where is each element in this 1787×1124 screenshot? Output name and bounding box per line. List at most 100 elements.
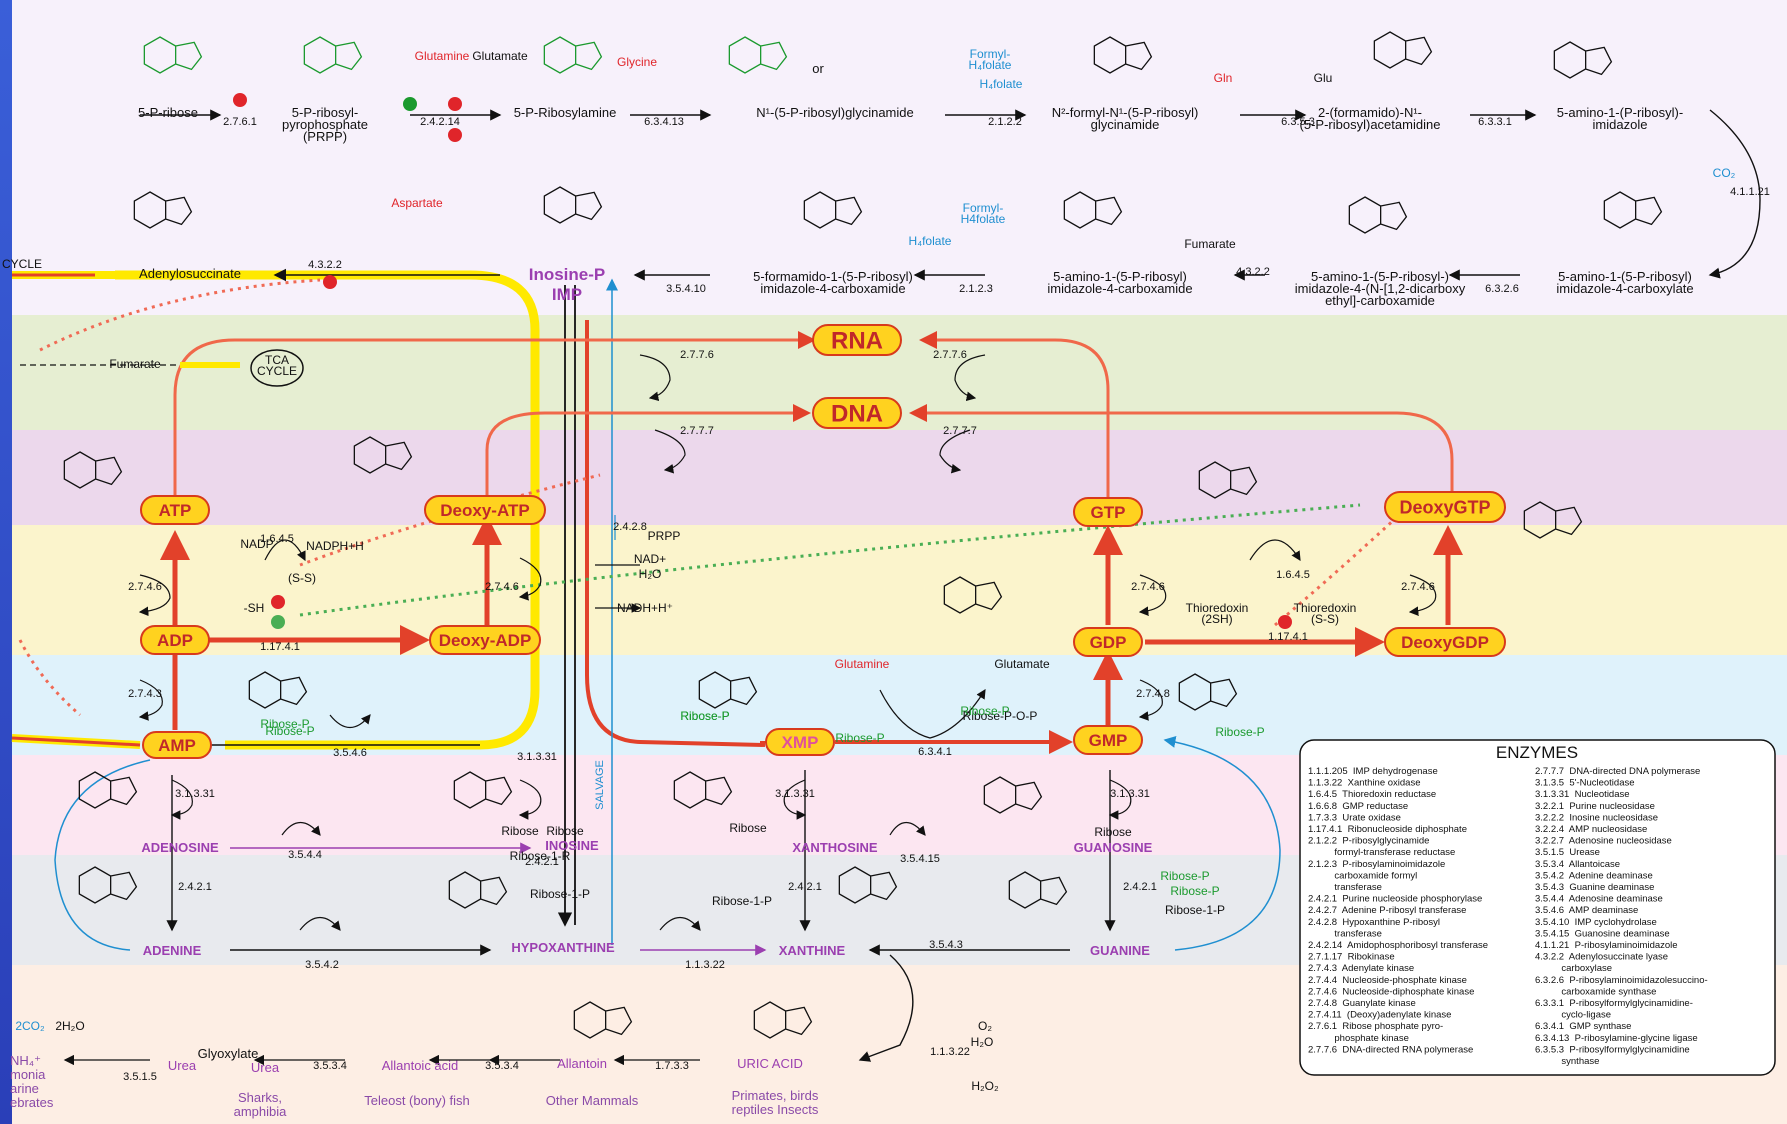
ec-number: 2.7.7.7 <box>943 425 977 437</box>
enzyme-entry: 1.6.6.8 GMP reductase <box>1308 801 1408 812</box>
enzyme-entry: 3.2.2.1 Purine nucleosidase <box>1535 801 1655 812</box>
ec-number: 2.4.2.14 <box>420 116 460 128</box>
enzyme-entry: 1.17.4.1 Ribonucleoside diphosphate <box>1308 824 1467 835</box>
enzyme-entry: 2.4.2.7 Adenine P-ribosyl transferase <box>1308 905 1466 916</box>
ec-number: 3.5.4.3 <box>929 939 963 951</box>
ring-metabolite-label: IMP <box>552 285 582 304</box>
ec-number: 4.3.2.2 <box>1236 266 1270 278</box>
cofactor-label: Ribose-1-R <box>510 849 571 863</box>
enzyme-entry: 2.7.7.7 DNA-directed DNA polymerase <box>1535 766 1700 777</box>
enzyme-entry: 3.2.2.7 Adenosine nucleosidase <box>1535 836 1672 847</box>
cofactor-label: -SH <box>244 601 265 615</box>
cofactor-label: NADH+H⁺ <box>617 601 673 615</box>
purine-ring-structure <box>133 191 193 229</box>
purine-ring-structure <box>143 36 203 74</box>
nucleotide-node-label: RNA <box>831 328 883 355</box>
top-metabolite-label: 5-P-ribose <box>138 105 198 120</box>
nucleotide-node-label: AMP <box>158 736 196 755</box>
nucleotide-node-atp <box>140 495 210 525</box>
organism-label: Other Mammals <box>546 1093 639 1108</box>
top-metabolite-label: N¹-(5-P-ribosyl)glycinamide <box>756 105 913 120</box>
enzyme-entry: cyclo-ligase <box>1535 1010 1611 1021</box>
enzyme-entry: 2.7.4.6 Nucleoside-diphosphate kinase <box>1308 986 1474 997</box>
enzyme-entry: 2.7.7.6 DNA-directed RNA polymerase <box>1308 1044 1473 1055</box>
cofactor-label: Glutamate <box>472 49 528 63</box>
nucleotide-node-deoxygdp <box>1384 627 1506 657</box>
purine-ring-structure <box>673 771 733 809</box>
enzymes-legend-box <box>1299 739 1776 1076</box>
ec-number: 6.3.4.1 <box>918 746 952 758</box>
enzyme-entry: 2.4.2.14 Amidophosphoribosyl transferase <box>1308 940 1488 951</box>
cofactor-label: CYCLE <box>2 257 42 271</box>
nucleotide-node-label: Deoxy-ATP <box>440 501 529 520</box>
nucleotide-node-label: DeoxyGTP <box>1399 497 1490 517</box>
purine-ring-structure <box>1063 191 1123 229</box>
cofactor-label: Glycine <box>617 55 657 69</box>
ec-number: 1.6.4.5 <box>1276 569 1310 581</box>
enzyme-entry: 6.3.2.6 P-ribosylaminoimidazolesuccino- <box>1535 975 1708 986</box>
nucleotide-node-gmp <box>1073 725 1143 755</box>
enzyme-entry: 3.5.4.3 Guanine deaminase <box>1535 882 1654 893</box>
purine-ring-structure <box>248 671 308 709</box>
nucleotide-node-gdp <box>1073 627 1143 657</box>
nucleotide-node-dna <box>812 397 902 429</box>
cofactor-label: Formyl-H4folate <box>961 201 1006 226</box>
ring-metabolite-label: Inosine-P <box>529 265 606 284</box>
purine-ring-structure <box>943 576 1003 614</box>
purine-ring-structure <box>78 771 138 809</box>
top-metabolite-label: 5-P-Ribosylamine <box>514 105 617 120</box>
purine-ring-structure <box>63 451 123 489</box>
enzyme-entry: carboxamide formyl <box>1308 870 1417 881</box>
cofactor-label: Ribose-P <box>1170 884 1219 898</box>
ec-number: 3.1.3.31 <box>175 788 215 800</box>
ec-number: 2.7.4.8 <box>1136 688 1170 700</box>
degradation-product-label: Urea <box>168 1058 197 1073</box>
cofactor-label: Ribose-P <box>680 709 729 723</box>
nucleotide-node-adp <box>140 625 210 655</box>
enzyme-entry: 3.5.4.6 AMP deaminase <box>1535 905 1638 916</box>
ec-number: 2.4.2.1 <box>1123 881 1157 893</box>
cofactor-label: Ribose <box>729 821 767 835</box>
ec-number: 1.17.4.1 <box>1268 631 1308 643</box>
enzyme-entry: 3.5.4.4 Adenosine deaminase <box>1535 894 1663 905</box>
ec-number: 2.7.4.6 <box>485 581 519 593</box>
ec-number: 2.7.6.1 <box>223 116 257 128</box>
enzyme-entry: 6.3.3.1 P-ribosylformylglycinamidine- <box>1535 998 1693 1009</box>
enzyme-entry: 2.7.4.3 Adenylate kinase <box>1308 963 1414 974</box>
purine-ring-structure <box>803 191 863 229</box>
enzyme-entry: transferase <box>1308 882 1382 893</box>
top-metabolite-label: N²-formyl-N¹-(5-P-ribosyl)glycinamide <box>1052 105 1199 132</box>
top-metabolite-label: 5-P-ribosyl-pyrophosphate(PRPP) <box>282 105 368 144</box>
nucleotide-node-label: GDP <box>1090 633 1127 652</box>
enzyme-entry: 1.6.4.5 Thioredoxin reductase <box>1308 789 1436 800</box>
cofactor-label: Fumarate <box>1184 237 1236 251</box>
cofactor-label: Ribose-P <box>260 717 309 731</box>
enzyme-entry: 2.1.2.2 P-ribosylglycinamide <box>1308 836 1429 847</box>
nucleotide-node-label: ATP <box>159 501 192 520</box>
enzyme-entry: 6.3.4.1 GMP synthase <box>1535 1021 1631 1032</box>
ec-number: 6.3.4.13 <box>644 116 684 128</box>
ec-number: 2.1.2.2 <box>988 116 1022 128</box>
regulation-stars <box>233 93 1292 629</box>
tca-cycle-node <box>250 349 304 387</box>
ec-number: 2.4.2.1 <box>788 881 822 893</box>
ec-number: 2.7.4.3 <box>128 688 162 700</box>
enzyme-entry: 2.7.4.8 Guanylate kinase <box>1308 998 1416 1009</box>
ec-number: 3.1.3.31 <box>1110 788 1150 800</box>
ec-number: 3.5.3.4 <box>485 1060 519 1072</box>
ec-number: 3.5.3.4 <box>313 1060 347 1072</box>
ec-number: 2.7.7.6 <box>680 349 714 361</box>
cofactor-label: H₂O₂ <box>971 1079 999 1093</box>
purine-ring-structure <box>303 36 363 74</box>
purine-ring-structure <box>1603 191 1663 229</box>
enzyme-entry: 1.1.1.205 IMP dehydrogenase <box>1308 766 1438 777</box>
enzyme-entry: 3.2.2.4 AMP nucleosidase <box>1535 824 1647 835</box>
ec-number: 3.5.4.10 <box>666 283 706 295</box>
ec-number: 3.5.4.2 <box>305 959 339 971</box>
ec-number: 4.1.1.21 <box>1730 186 1770 198</box>
cofactor-label: Formyl-H₄folate <box>969 47 1012 72</box>
purine-ring-structure <box>543 186 603 224</box>
